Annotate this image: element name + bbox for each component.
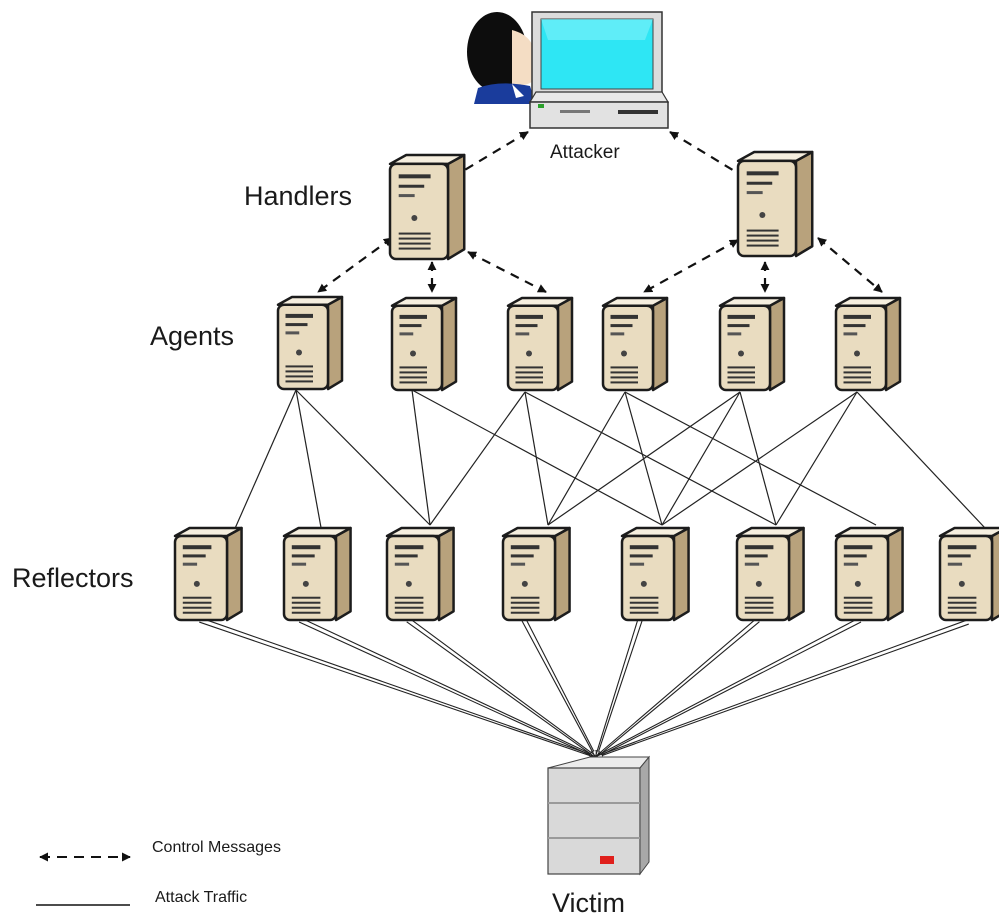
attack-link-agent-reflector-17: [856, 391, 986, 529]
attack-link-reflector-victim-7b: [595, 617, 860, 757]
attack-link-reflector-victim-5b: [594, 619, 639, 757]
reflector-server-6: [735, 526, 805, 622]
agent-server-5: [718, 296, 786, 392]
attack-link-reflector-victim-5a: [597, 620, 643, 758]
reflector-server-1: [173, 526, 243, 622]
attack-link-agent-reflector-16: [775, 391, 858, 526]
agent-server-1: [276, 295, 344, 391]
attack-link-agent-reflector-11: [624, 391, 877, 526]
reflectors-label: Reflectors: [12, 563, 134, 593]
victim-label: Victim: [552, 888, 625, 918]
attack-link-reflector-victim-6b: [595, 617, 757, 757]
attack-link-reflector-victim-8a: [596, 623, 969, 758]
control-link-h1-agent-1: [317, 237, 393, 293]
attack-link-agent-reflector-1: [232, 389, 297, 534]
attack-link-reflector-victim-2b: [298, 621, 596, 759]
attack-link-reflector-victim-1a: [200, 617, 596, 756]
attack-link-agent-reflector-2: [295, 389, 323, 534]
legend: Control Messages Attack Traffic: [36, 839, 281, 906]
handlers-label: Handlers: [244, 181, 352, 211]
attack-link-agent-reflector-7: [524, 391, 549, 526]
attack-link-reflector-victim-1b: [199, 621, 596, 759]
attack-link-agent-reflector-12: [547, 391, 741, 526]
attacker-label: Attacker: [550, 142, 620, 163]
attack-link-reflector-victim-7a: [596, 621, 862, 758]
attacker-at-computer-icon: [467, 11, 670, 129]
attack-traffic-links: [199, 389, 986, 759]
reflector-server-8: [938, 526, 999, 622]
control-link-h2-agent-6: [817, 237, 883, 293]
legend-control-label: Control Messages: [152, 839, 281, 856]
legend-attack-label: Attack Traffic: [155, 889, 247, 906]
control-link-attacker-handler-2: [669, 131, 747, 179]
attack-link-agent-reflector-13: [661, 391, 741, 526]
agent-server-6: [834, 296, 902, 392]
attack-link-agent-reflector-14: [739, 391, 777, 526]
reflector-server-4: [501, 526, 571, 622]
reflector-server-2: [282, 526, 352, 622]
attack-link-reflector-victim-6a: [596, 621, 760, 758]
agent-server-4: [601, 296, 669, 392]
attack-link-agent-reflector-5: [411, 389, 663, 526]
control-link-h1-agent-3: [467, 251, 547, 293]
handler-server-1: [388, 153, 466, 261]
handler-server-2: [736, 150, 814, 258]
reflector-server-3: [385, 526, 455, 622]
attack-link-agent-reflector-15: [661, 391, 858, 526]
attack-link-agent-reflector-6: [429, 391, 526, 526]
servers-layer: [173, 150, 999, 622]
attack-link-reflector-victim-2a: [300, 617, 596, 756]
control-link-h2-agent-4: [643, 239, 739, 293]
victim-server-icon: [547, 755, 651, 876]
attack-link-reflector-victim-3a: [408, 617, 596, 756]
agents-label: Agents: [150, 321, 234, 351]
attack-link-agent-reflector-4: [411, 389, 431, 526]
attack-link-reflector-victim-8b: [595, 619, 968, 757]
attack-link-reflector-victim-4b: [521, 620, 596, 758]
attack-link-reflector-victim-4a: [525, 618, 597, 757]
control-message-links: [317, 131, 883, 293]
attack-link-agent-reflector-9: [547, 391, 626, 526]
agent-server-3: [506, 296, 574, 392]
reflector-server-7: [834, 526, 904, 622]
reflector-server-5: [620, 526, 690, 622]
agent-server-2: [390, 296, 458, 392]
attack-link-agent-reflector-8: [524, 391, 777, 526]
attack-link-agent-reflector-3: [295, 389, 431, 526]
attack-link-reflector-victim-3b: [406, 621, 596, 758]
